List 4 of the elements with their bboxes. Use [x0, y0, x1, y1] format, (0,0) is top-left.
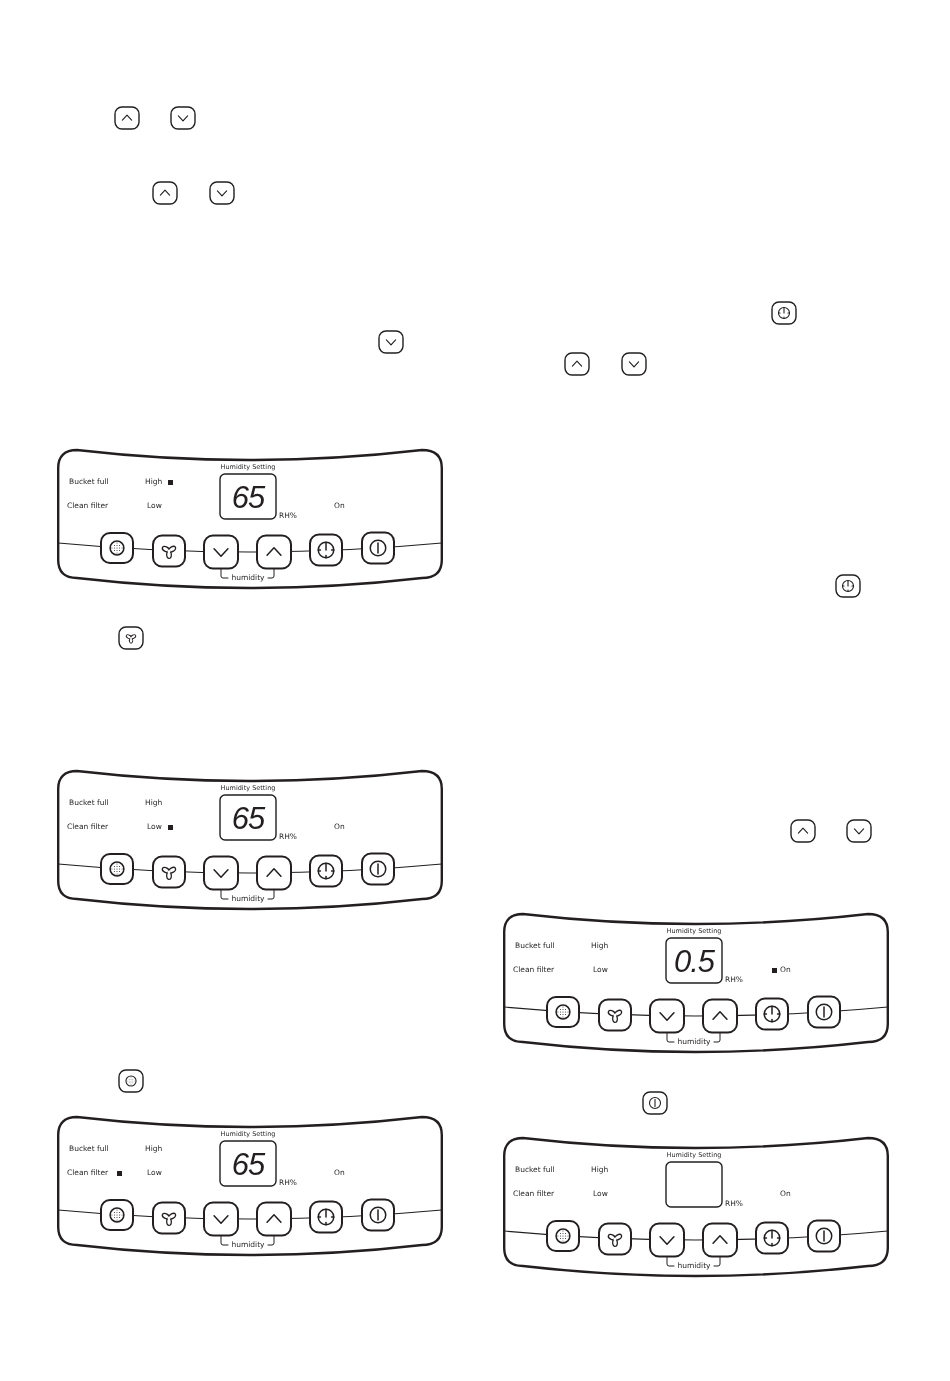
display-readout: 65 [231, 802, 265, 834]
display-readout: 65 [231, 1148, 265, 1180]
display-readout: 0.5 [673, 945, 715, 977]
display-readout: 65 [231, 481, 265, 513]
